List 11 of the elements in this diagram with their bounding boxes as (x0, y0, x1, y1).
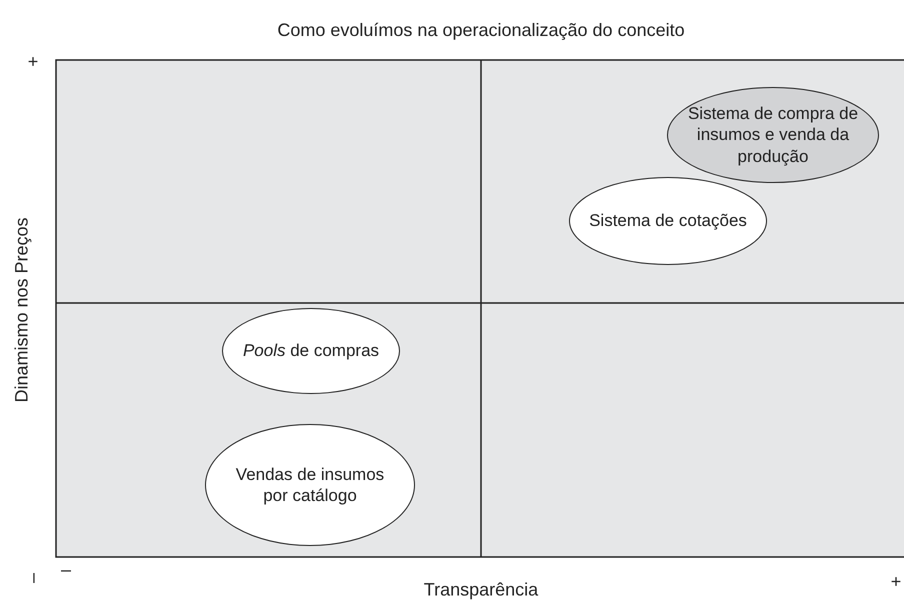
chart-title: Como evoluímos na operacionalização do conceito (277, 20, 685, 41)
axis-title: Transparência (424, 580, 538, 600)
axis-max-mark: + (28, 52, 38, 72)
node-text: Vendas de insumos por catálogo (234, 464, 386, 506)
node-text: Sistema de compra de insumos e venda da produção (686, 103, 860, 167)
axis-title: Dinamismo nos Preços (12, 217, 32, 403)
axis-max-mark: + (890, 572, 902, 592)
axis-min-mark: – (61, 560, 71, 580)
axis-min-mark: – (22, 573, 44, 583)
node-text: Sistema de cotações (589, 210, 747, 232)
node-text: Pools de compras (242, 340, 380, 362)
